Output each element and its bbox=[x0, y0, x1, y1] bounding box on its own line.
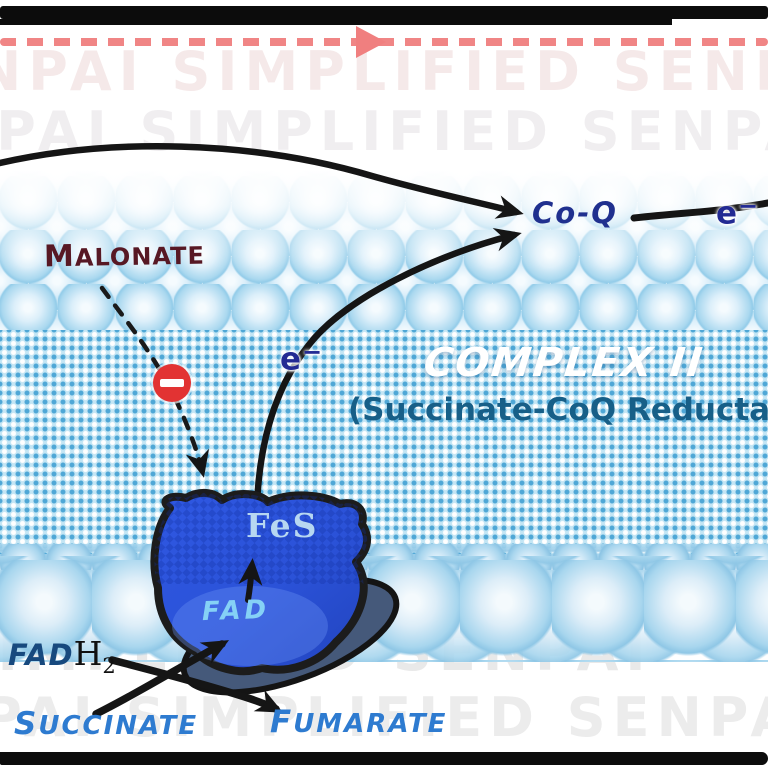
fadh2-subscript: 2 bbox=[102, 654, 116, 678]
malonate-label: MALONATE bbox=[43, 238, 206, 275]
frame-top-border-inner bbox=[0, 19, 672, 25]
fes-label: FeS bbox=[246, 506, 319, 545]
inhibition-bar bbox=[160, 379, 184, 387]
electron-minus: − bbox=[302, 338, 323, 366]
electron-badge: e− bbox=[716, 192, 759, 232]
fadh2-h-part: H bbox=[73, 634, 103, 673]
inhibition-no-entry-icon bbox=[153, 364, 191, 402]
dashed-direction-arrowhead-icon bbox=[356, 26, 386, 58]
fad-label: FAD bbox=[201, 594, 271, 628]
electron-minus: − bbox=[738, 192, 759, 220]
complex2-title: COMPLEX II bbox=[421, 340, 707, 386]
electron-badge: e− bbox=[280, 338, 323, 378]
complex2-subtitle: (Succinate-CoQ Reductase bbox=[348, 392, 768, 428]
frame-bottom-border bbox=[0, 752, 768, 765]
fadh2-label: FADH2 bbox=[8, 634, 116, 678]
frame-top-border bbox=[0, 6, 768, 19]
fumarate-label: FUMARATE bbox=[270, 704, 448, 740]
coq-label: Co-Q bbox=[532, 196, 618, 230]
fadh2-fad-part: FAD bbox=[8, 638, 74, 672]
succinate-label: SUCCINATE bbox=[14, 706, 199, 742]
